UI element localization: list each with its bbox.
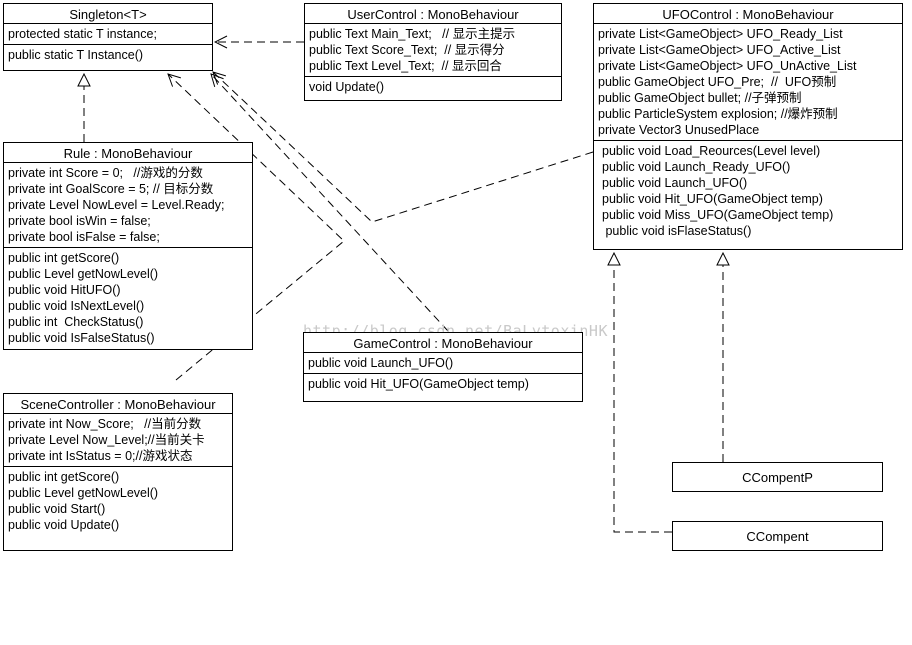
class-title: GameControl : MonoBehaviour — [304, 333, 582, 353]
class-member: private List<GameObject> UFO_Ready_List — [598, 27, 843, 41]
class-member: private Level Now_Level;//当前关卡 — [8, 433, 205, 447]
class-member: public void Launch_Ready_UFO() — [602, 160, 791, 174]
class-ccompentp[interactable]: CCompentP — [672, 462, 883, 492]
class-member: public Text Level_Text; // 显示回合 — [309, 59, 502, 73]
class-member: void Update() — [309, 80, 385, 94]
class-member: public void IsNextLevel() — [8, 299, 145, 313]
class-member: public void Update() — [8, 518, 120, 532]
class-member: private List<GameObject> UFO_Active_List — [598, 43, 841, 57]
class-member: public GameObject bullet; //子弹预制 — [598, 91, 802, 105]
class-member: private bool isWin = false; — [8, 214, 151, 228]
class-member: public int getScore() — [8, 470, 120, 484]
attributes-section: protected static T instance; — [4, 24, 212, 45]
class-ufocontrol[interactable]: UFOControl : MonoBehaviour private List<… — [593, 3, 903, 250]
class-member: public void isFlaseStatus() — [602, 224, 752, 238]
class-title: Singleton<T> — [4, 4, 212, 24]
class-member: public void Launch_UFO() — [308, 356, 454, 370]
attributes-section: public Text Main_Text; // 显示主提示 public Te… — [305, 24, 561, 77]
class-member: public int getScore() — [8, 251, 120, 265]
class-member: private bool isFalse = false; — [8, 230, 160, 244]
class-member: private Level NowLevel = Level.Ready; — [8, 198, 225, 212]
methods-section: public int getScore() public Level getNow… — [4, 467, 232, 535]
class-scenecontroller[interactable]: SceneController : MonoBehaviour private … — [3, 393, 233, 551]
methods-section: void Update() — [305, 77, 561, 97]
class-member: private Vector3 UnusedPlace — [598, 123, 760, 137]
class-member: public Level getNowLevel() — [8, 267, 159, 281]
methods-section: public int getScore() public Level getNow… — [4, 248, 252, 348]
class-member: private int GoalScore = 5; // 目标分数 — [8, 182, 214, 196]
attributes-section: public void Launch_UFO() — [304, 353, 582, 374]
class-member: private int Score = 0; //游戏的分数 — [8, 166, 203, 180]
class-member: protected static T instance; — [8, 27, 157, 41]
class-member: public void Launch_UFO() — [602, 176, 748, 190]
class-member: public int CheckStatus() — [8, 315, 144, 329]
class-member: public void Hit_UFO(GameObject temp) — [602, 192, 823, 206]
class-member: public void Load_Reources(Level level) — [602, 144, 821, 158]
ccompent-ufocontrol-realization — [614, 253, 672, 533]
class-title: Rule : MonoBehaviour — [4, 143, 252, 163]
class-member: public void HitUFO() — [8, 283, 121, 297]
methods-section: public static T Instance() — [4, 45, 212, 65]
attributes-section: private int Score = 0; //游戏的分数 private in… — [4, 163, 252, 248]
attributes-section: private int Now_Score; //当前分数 private Lev… — [4, 414, 232, 467]
class-ccompent[interactable]: CCompent — [672, 521, 883, 551]
class-member: private int IsStatus = 0;//游戏状态 — [8, 449, 193, 463]
class-title: UFOControl : MonoBehaviour — [594, 4, 902, 24]
class-usercontrol[interactable]: UserControl : MonoBehaviour public Text … — [304, 3, 562, 101]
gamecontrol-singleton-dependency — [211, 74, 449, 332]
class-member: public Level getNowLevel() — [8, 486, 159, 500]
class-member: public void IsFalseStatus() — [8, 331, 155, 345]
class-rule[interactable]: Rule : MonoBehaviour private int Score =… — [3, 142, 253, 350]
ufocontrol-singleton-dependency — [213, 72, 594, 223]
class-title: UserControl : MonoBehaviour — [305, 4, 561, 24]
class-member: public void Miss_UFO(GameObject temp) — [602, 208, 834, 222]
class-member: public void Hit_UFO(GameObject temp) — [308, 377, 529, 391]
class-title: CCompentP — [742, 470, 813, 485]
class-member: public Text Main_Text; // 显示主提示 — [309, 27, 516, 41]
class-member: public ParticleSystem explosion; //爆炸预制 — [598, 107, 838, 121]
methods-section: public void Load_Reources(Level level) pu… — [594, 141, 902, 241]
class-member: public static T Instance() — [8, 48, 144, 62]
class-title: SceneController : MonoBehaviour — [4, 394, 232, 414]
class-member: public void Start() — [8, 502, 106, 516]
class-member: public Text Score_Text; // 显示得分 — [309, 43, 505, 57]
class-gamecontrol[interactable]: GameControl : MonoBehaviour public void … — [303, 332, 583, 402]
class-member: public GameObject UFO_Pre; // UFO预制 — [598, 75, 837, 89]
methods-section: public void Hit_UFO(GameObject temp) — [304, 374, 582, 394]
class-member: private int Now_Score; //当前分数 — [8, 417, 202, 431]
class-member: private List<GameObject> UFO_UnActive_Li… — [598, 59, 857, 73]
class-singleton[interactable]: Singleton<T> protected static T instance… — [3, 3, 213, 71]
class-title: CCompent — [746, 529, 809, 544]
